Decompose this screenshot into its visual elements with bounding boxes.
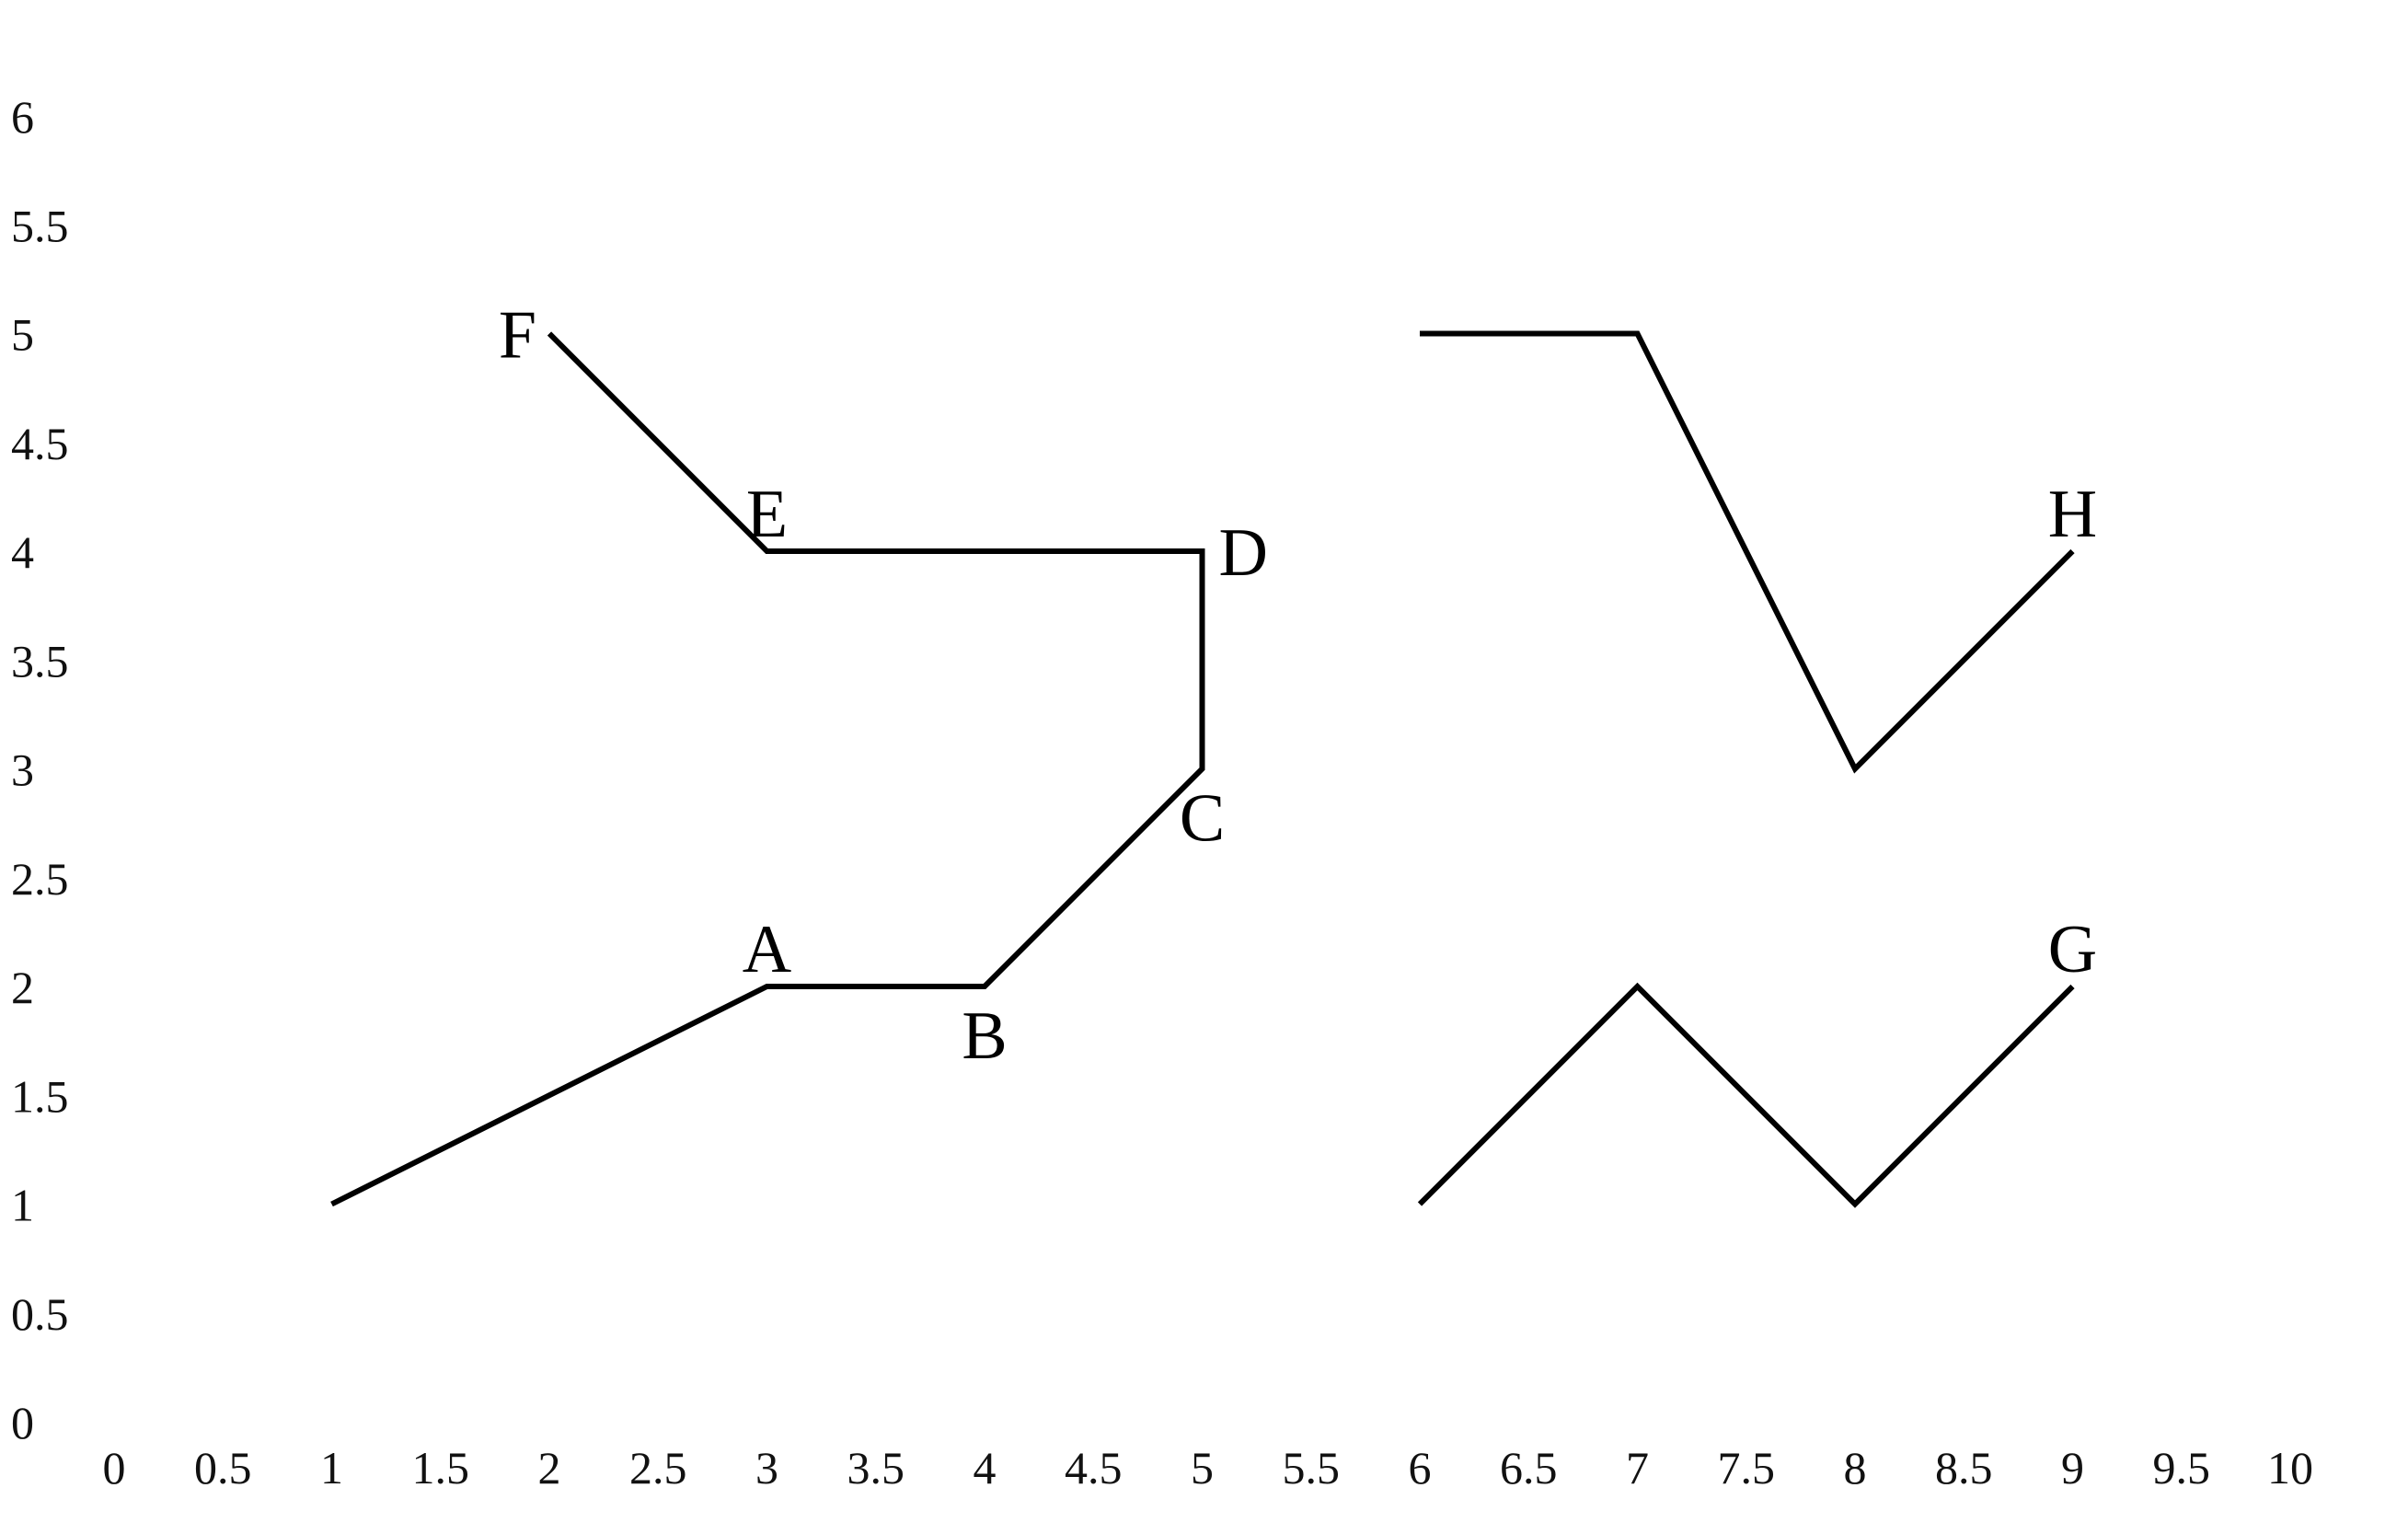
point-label-e: E [746, 477, 788, 552]
x-tick-label: 9 [2061, 1442, 2084, 1494]
series-line-1 [330, 331, 1205, 1207]
y-tick-label: 5 [11, 309, 34, 361]
series-lines [330, 330, 2075, 1208]
x-axis-tick-labels: 0 0.5 1 1.5 2 2.5 3 3.5 4 4.5 5 5.5 6 6.5 7 7.5 8 8.5 9 9.5… [103, 1442, 2314, 1494]
x-tick-label: 7 [1626, 1442, 1649, 1494]
point-label-h: H [2048, 477, 2097, 552]
y-tick-label: 6 [11, 91, 34, 143]
x-tick-label: 4 [974, 1442, 997, 1494]
x-tick-label: 3.5 [847, 1442, 905, 1494]
x-tick-label: 1 [320, 1442, 343, 1494]
point-label-c: C [1180, 781, 1225, 857]
x-tick-label: 2 [538, 1442, 561, 1494]
point-label-d: D [1219, 515, 1268, 591]
y-tick-label: 3 [11, 744, 34, 796]
y-tick-label: 4.5 [11, 418, 69, 469]
x-tick-label: 0 [103, 1442, 126, 1494]
y-tick-label: 1.5 [11, 1070, 69, 1122]
x-tick-label: 9.5 [2153, 1442, 2211, 1494]
x-tick-label: 2.5 [629, 1442, 687, 1494]
y-tick-label: 0 [11, 1397, 34, 1448]
y-tick-label: 4 [11, 526, 34, 578]
x-tick-label: 1.5 [412, 1442, 470, 1494]
x-tick-label: 10 [2267, 1442, 2313, 1494]
point-label-b: B [962, 998, 1007, 1074]
y-axis-tick-labels: 0 0.5 1 1.5 2 2.5 3 3.5 4 4.5 5 5.5 6 [11, 91, 69, 1448]
y-tick-label: 0.5 [11, 1288, 69, 1340]
point-label-f: F [499, 298, 536, 374]
y-tick-label: 2 [11, 962, 34, 1013]
series-line-2 [1420, 330, 2075, 774]
y-tick-label: 5.5 [11, 200, 69, 251]
point-label-g: G [2048, 912, 2097, 987]
x-tick-label: 4.5 [1065, 1442, 1123, 1494]
x-tick-label: 3 [755, 1442, 778, 1494]
y-tick-label: 2.5 [11, 853, 69, 905]
x-tick-label: 5.5 [1283, 1442, 1341, 1494]
y-tick-label: 3.5 [11, 635, 69, 686]
x-tick-label: 0.5 [194, 1442, 252, 1494]
y-tick-label: 1 [11, 1180, 34, 1231]
x-tick-label: 7.5 [1718, 1442, 1776, 1494]
series-line-3 [1417, 982, 2075, 1208]
x-tick-label: 6.5 [1500, 1442, 1558, 1494]
x-tick-label: 8.5 [1935, 1442, 1993, 1494]
point-label-a: A [743, 912, 791, 987]
x-tick-label: 6 [1409, 1442, 1432, 1494]
x-tick-label: 8 [1844, 1442, 1867, 1494]
x-tick-label: 5 [1191, 1442, 1214, 1494]
point-labels: A B C D E F H G [499, 298, 2097, 1075]
